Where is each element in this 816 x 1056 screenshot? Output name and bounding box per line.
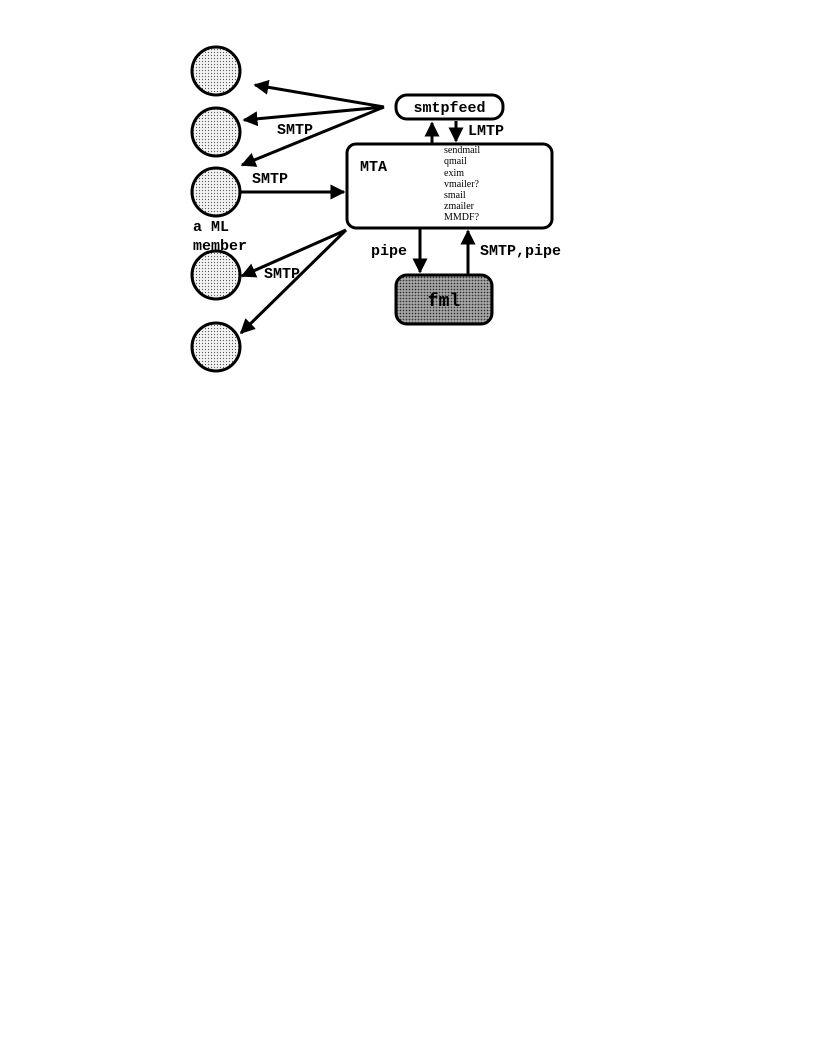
edge-label-pipe: pipe (371, 243, 407, 260)
edge-label-smtp-fanout: SMTP (277, 122, 313, 139)
arrow-smtpfeed-to-member-1 (253, 79, 385, 109)
mta-list-smail: smail (444, 190, 466, 201)
mta-list-mmdf: MMDF? (444, 212, 480, 223)
member-label-line2: member (193, 238, 247, 255)
member-label-line1: a ML (193, 219, 229, 236)
arrow-smtpfeed-to-member-3 (240, 105, 385, 167)
mta-list-sendmail: sendmail (444, 145, 480, 156)
mta-box (345, 142, 554, 230)
smtpfeed-label: smtpfeed (413, 100, 485, 117)
fml-label: fml (428, 292, 461, 312)
edge-label-smtp-member-mta: SMTP (252, 171, 288, 188)
mta-list-qmail: qmail (444, 156, 467, 167)
edge-label-smtp-pipe: SMTP,pipe (480, 243, 561, 260)
member-node-1 (190, 45, 242, 97)
smtpfeed-box (394, 93, 505, 121)
member-node-3 (190, 166, 242, 218)
arrow-mta-to-member-5 (239, 228, 348, 335)
edge-label-lmtp: LMTP (468, 123, 504, 140)
edge-label-smtp-fandown: SMTP (264, 266, 300, 283)
mta-label: MTA (360, 159, 387, 176)
mta-list-vmailer: vmailer? (444, 179, 480, 190)
mta-list-exim: exim (444, 168, 464, 179)
fml-box (394, 273, 494, 326)
arrow-smtpfeed-to-member-2 (242, 105, 385, 127)
member-node-2 (190, 106, 242, 158)
member-node-5 (190, 321, 242, 373)
member-node-4 (190, 249, 242, 301)
arrow-mta-to-member-4 (240, 228, 347, 278)
mta-list-zmailer: zmailer (444, 201, 475, 212)
